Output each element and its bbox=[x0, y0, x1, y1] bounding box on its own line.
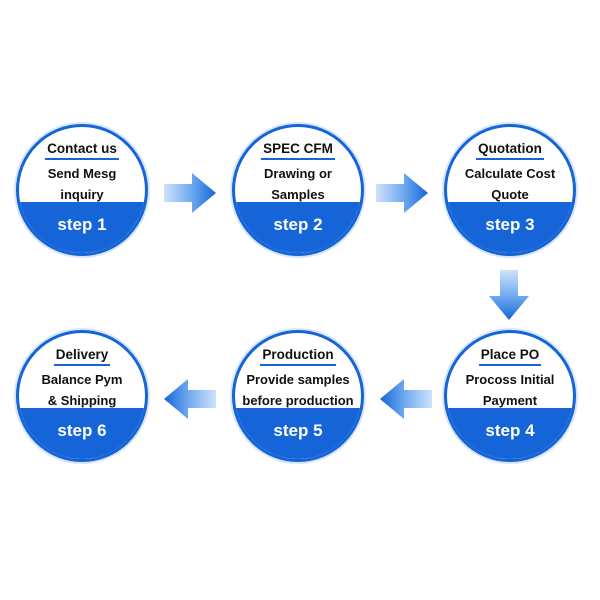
step-2-line-1: Drawing or bbox=[264, 166, 332, 181]
step-4-line-1: Procoss Initial bbox=[465, 372, 555, 387]
arrow-right-icon bbox=[164, 173, 216, 213]
arrow-left-icon bbox=[164, 379, 216, 419]
step-1-circle: Contact us Send Mesg inquiry step 1 bbox=[16, 124, 148, 256]
step-5-title: Production bbox=[260, 347, 336, 366]
step-5-line-2: before production bbox=[242, 393, 354, 408]
step-2-title: SPEC CFM bbox=[261, 141, 335, 160]
step-1-line-1: Send Mesg bbox=[47, 166, 117, 181]
arrow-down-icon bbox=[489, 270, 529, 320]
step-3-title: Quotation bbox=[476, 141, 544, 160]
step-4-label: step 4 bbox=[447, 408, 573, 459]
step-6-title: Delivery bbox=[53, 347, 111, 366]
step-1-title: Contact us bbox=[45, 141, 119, 160]
step-5-label: step 5 bbox=[235, 408, 361, 459]
step-6-line-2: & Shipping bbox=[47, 393, 117, 408]
step-4-circle: Place PO Procoss Initial Payment step 4 bbox=[444, 330, 576, 462]
step-2-line-2: Samples bbox=[271, 187, 325, 202]
step-3-circle: Quotation Calculate Cost Quote step 3 bbox=[444, 124, 576, 256]
step-3-line-2: Quote bbox=[491, 187, 529, 202]
arrow-right-icon bbox=[376, 173, 428, 213]
step-2-circle: SPEC CFM Drawing or Samples step 2 bbox=[232, 124, 364, 256]
step-4-line-2: Payment bbox=[482, 393, 538, 408]
step-4-title: Place PO bbox=[478, 347, 542, 366]
step-1-label: step 1 bbox=[19, 202, 145, 253]
step-2-label: step 2 bbox=[235, 202, 361, 253]
step-1-line-2: inquiry bbox=[60, 187, 104, 202]
step-3-label: step 3 bbox=[447, 202, 573, 253]
step-6-line-1: Balance Pym bbox=[41, 372, 123, 387]
step-6-label: step 6 bbox=[19, 408, 145, 459]
step-3-line-1: Calculate Cost bbox=[464, 166, 556, 181]
step-5-line-1: Provide samples bbox=[246, 372, 350, 387]
step-5-circle: Production Provide samples before produc… bbox=[232, 330, 364, 462]
step-6-circle: Delivery Balance Pym & Shipping step 6 bbox=[16, 330, 148, 462]
arrow-left-icon bbox=[380, 379, 432, 419]
